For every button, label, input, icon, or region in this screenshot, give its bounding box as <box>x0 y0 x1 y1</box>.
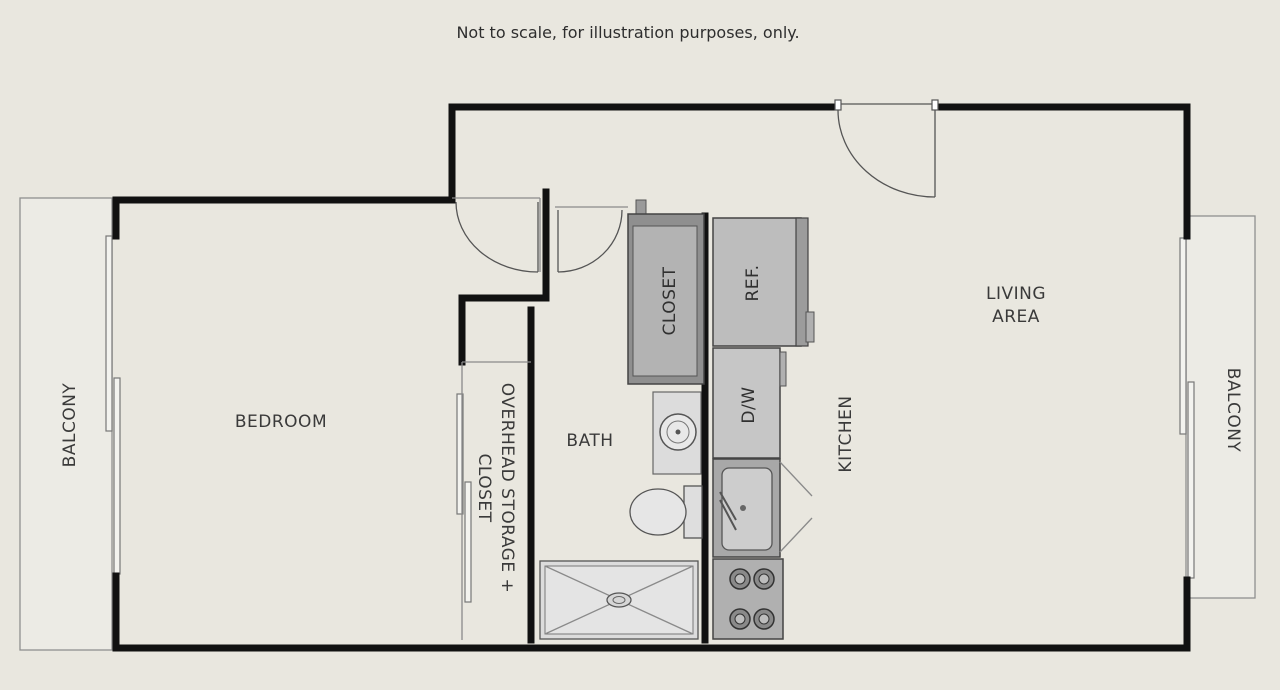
dishwasher: D/W <box>712 347 787 459</box>
toilet <box>629 485 703 539</box>
walls <box>112 103 1191 652</box>
sliding-door-left <box>105 235 121 575</box>
storage-label-line1: OVERHEAD STORAGE + <box>497 383 517 594</box>
balcony-left <box>19 197 113 651</box>
bathroom-sink <box>652 391 702 475</box>
kitchen-sink <box>712 458 813 558</box>
hall-closet: CLOSET <box>627 199 705 385</box>
balcony-left-label: BALCONY <box>60 383 80 468</box>
sliding-door-right <box>1179 237 1195 579</box>
living-area-label-line2: AREA <box>992 307 1040 327</box>
bath-door <box>557 209 623 273</box>
refrigerator: REF. <box>712 217 815 347</box>
partition-lines <box>452 197 628 640</box>
bedroom-label: BEDROOM <box>235 412 327 432</box>
bath-label: BATH <box>566 431 613 451</box>
living-area-label-line1: LIVING <box>986 284 1046 304</box>
scale-note: Not to scale, for illustration purposes,… <box>456 23 799 42</box>
storage-label-line2: CLOSET <box>474 453 494 522</box>
closet-label: CLOSET <box>660 266 680 335</box>
balcony-right-label: BALCONY <box>1223 368 1243 453</box>
ref-label: REF. <box>743 264 763 301</box>
shower <box>539 560 699 640</box>
balcony-right <box>1185 215 1256 599</box>
kitchen-label: KITCHEN <box>836 395 856 472</box>
stove <box>712 558 784 640</box>
bedroom-door <box>455 201 539 273</box>
closet-sliding-door <box>456 393 472 603</box>
dw-label: D/W <box>739 386 759 423</box>
entry-door <box>834 99 939 198</box>
